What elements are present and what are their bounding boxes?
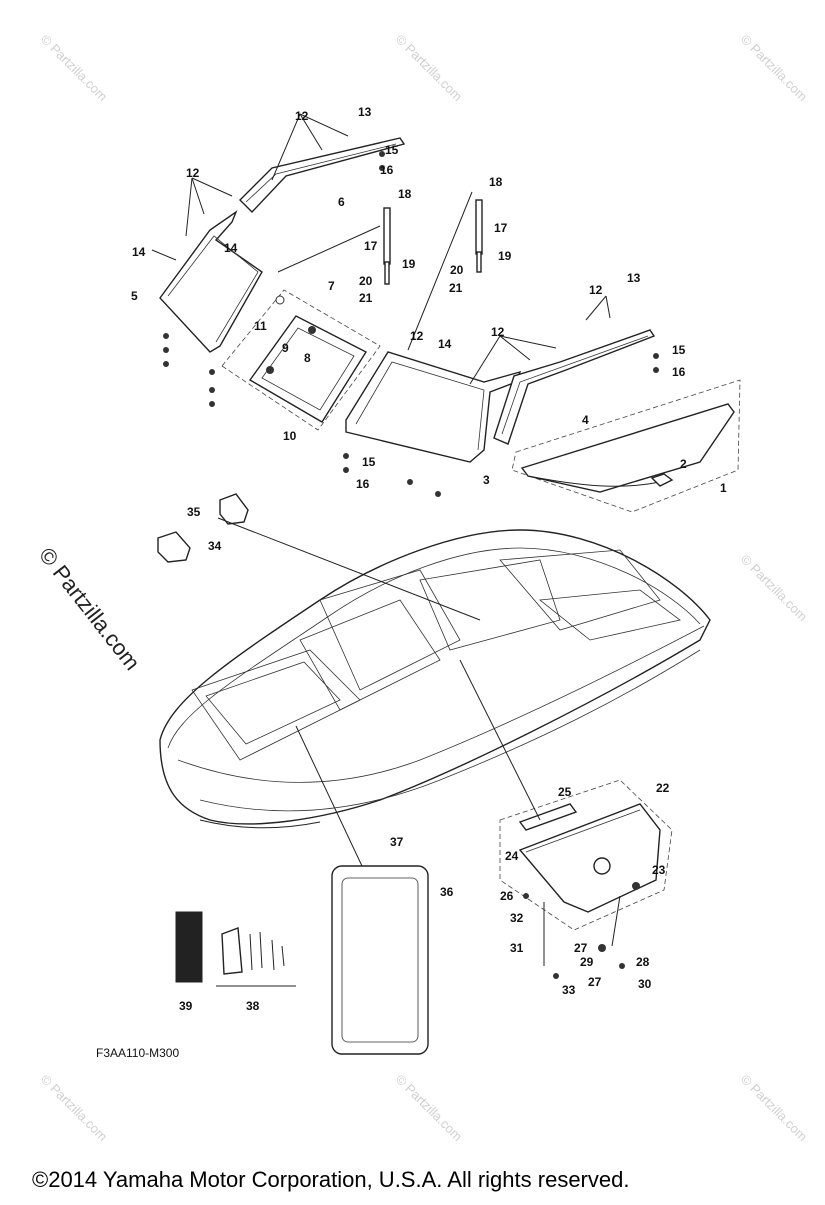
part-label: 13 (627, 271, 641, 285)
part-label: 14 (132, 245, 146, 259)
part-label: 28 (636, 955, 650, 969)
part-label: 1 (720, 481, 727, 495)
part-label: 8 (304, 351, 311, 365)
part-label: 15 (672, 343, 686, 357)
part-label: 12 (410, 329, 424, 343)
part-label: 25 (558, 785, 572, 799)
part-label: 23 (652, 863, 666, 877)
part-label: 21 (449, 281, 463, 295)
dashed-group-7 (221, 289, 381, 431)
windshield-part-3 (345, 351, 522, 463)
windshield-part-5 (159, 210, 263, 353)
panel-36 (331, 865, 429, 1055)
part-label: 12 (589, 283, 603, 297)
part-label: 36 (440, 885, 454, 899)
part-label: 12 (295, 109, 309, 123)
watermark: © Partzilla.com (38, 32, 111, 105)
part-label: 9 (282, 341, 289, 355)
part-label: 20 (450, 263, 464, 277)
watermark: © Partzilla.com (738, 552, 811, 625)
part-label: 5 (131, 289, 138, 303)
part-label: 35 (187, 505, 201, 519)
part-label: 3 (483, 473, 490, 487)
gas-strut-right (475, 199, 483, 273)
part-label: 16 (356, 477, 370, 491)
part-label: 12 (491, 325, 505, 339)
tool-kit-38 (216, 927, 296, 987)
part-label: 19 (402, 257, 416, 271)
part-label: 29 (580, 955, 594, 969)
part-label: 22 (656, 781, 670, 795)
leader-lines (151, 113, 611, 867)
part-label: 27 (588, 975, 602, 989)
part-label: 10 (283, 429, 297, 443)
glovebox-lid-22 (518, 803, 661, 913)
watermark: © Partzilla.com (38, 1072, 111, 1145)
watermark: © Partzilla.com (738, 1072, 811, 1145)
part-label: 18 (398, 187, 412, 201)
part-label: 18 (489, 175, 503, 189)
part-label: 14 (438, 337, 452, 351)
mat-39 (175, 911, 203, 983)
part-label: 31 (510, 941, 524, 955)
part-label: 33 (562, 983, 576, 997)
clip-part-2 (650, 473, 674, 487)
boat-hull (159, 529, 711, 829)
hinge-24 (518, 803, 578, 831)
part-label: 34 (208, 539, 222, 553)
glovebox-fasteners (523, 882, 640, 979)
windshield-frame-10 (248, 315, 367, 423)
windshield-part-4 (493, 329, 656, 445)
part-label: 12 (186, 166, 200, 180)
part-label: 15 (385, 143, 399, 157)
part-label: 30 (638, 977, 652, 991)
bracket-34 (157, 493, 249, 563)
part-label: 14 (224, 241, 238, 255)
watermark-large: © Partzilla.com (34, 543, 145, 675)
part-label: 13 (358, 105, 372, 119)
part-labels: 1 2 3 4 5 6 7 8 9 10 11 12 12 12 12 12 1… (131, 105, 727, 1013)
part-label: 38 (246, 999, 260, 1013)
gas-strut-left (383, 207, 391, 285)
part-label: 24 (505, 849, 519, 863)
dashed-group-22 (499, 779, 673, 931)
windshield-part-6 (239, 137, 406, 214)
part-label: 15 (362, 455, 376, 469)
part-label: 16 (380, 163, 394, 177)
rail-part-1 (520, 403, 735, 493)
copyright-notice: ©2014 Yamaha Motor Corporation, U.S.A. A… (32, 1167, 629, 1192)
part-label: 16 (672, 365, 686, 379)
part-label: 17 (364, 239, 378, 253)
part-label: 26 (500, 889, 514, 903)
part-label: 32 (510, 911, 524, 925)
part-label: 27 (574, 941, 588, 955)
part-label: 7 (328, 279, 335, 293)
watermark: © Partzilla.com (393, 32, 466, 105)
part-label: 39 (179, 999, 193, 1013)
watermark: © Partzilla.com (738, 32, 811, 105)
fasteners (163, 151, 659, 497)
part-label: 11 (254, 319, 267, 333)
part-label: 2 (680, 457, 687, 471)
part-label: 4 (582, 413, 589, 427)
part-label: 20 (359, 274, 373, 288)
part-label: 6 (338, 195, 345, 209)
part-label: 21 (359, 291, 373, 305)
part-label: 17 (494, 221, 508, 235)
drawing-code: F3AA110-M300 (96, 1046, 179, 1060)
watermark: © Partzilla.com (393, 1072, 466, 1145)
part-label: 37 (390, 835, 404, 849)
part-label: 19 (498, 249, 512, 263)
dashed-group-1 (511, 379, 741, 513)
